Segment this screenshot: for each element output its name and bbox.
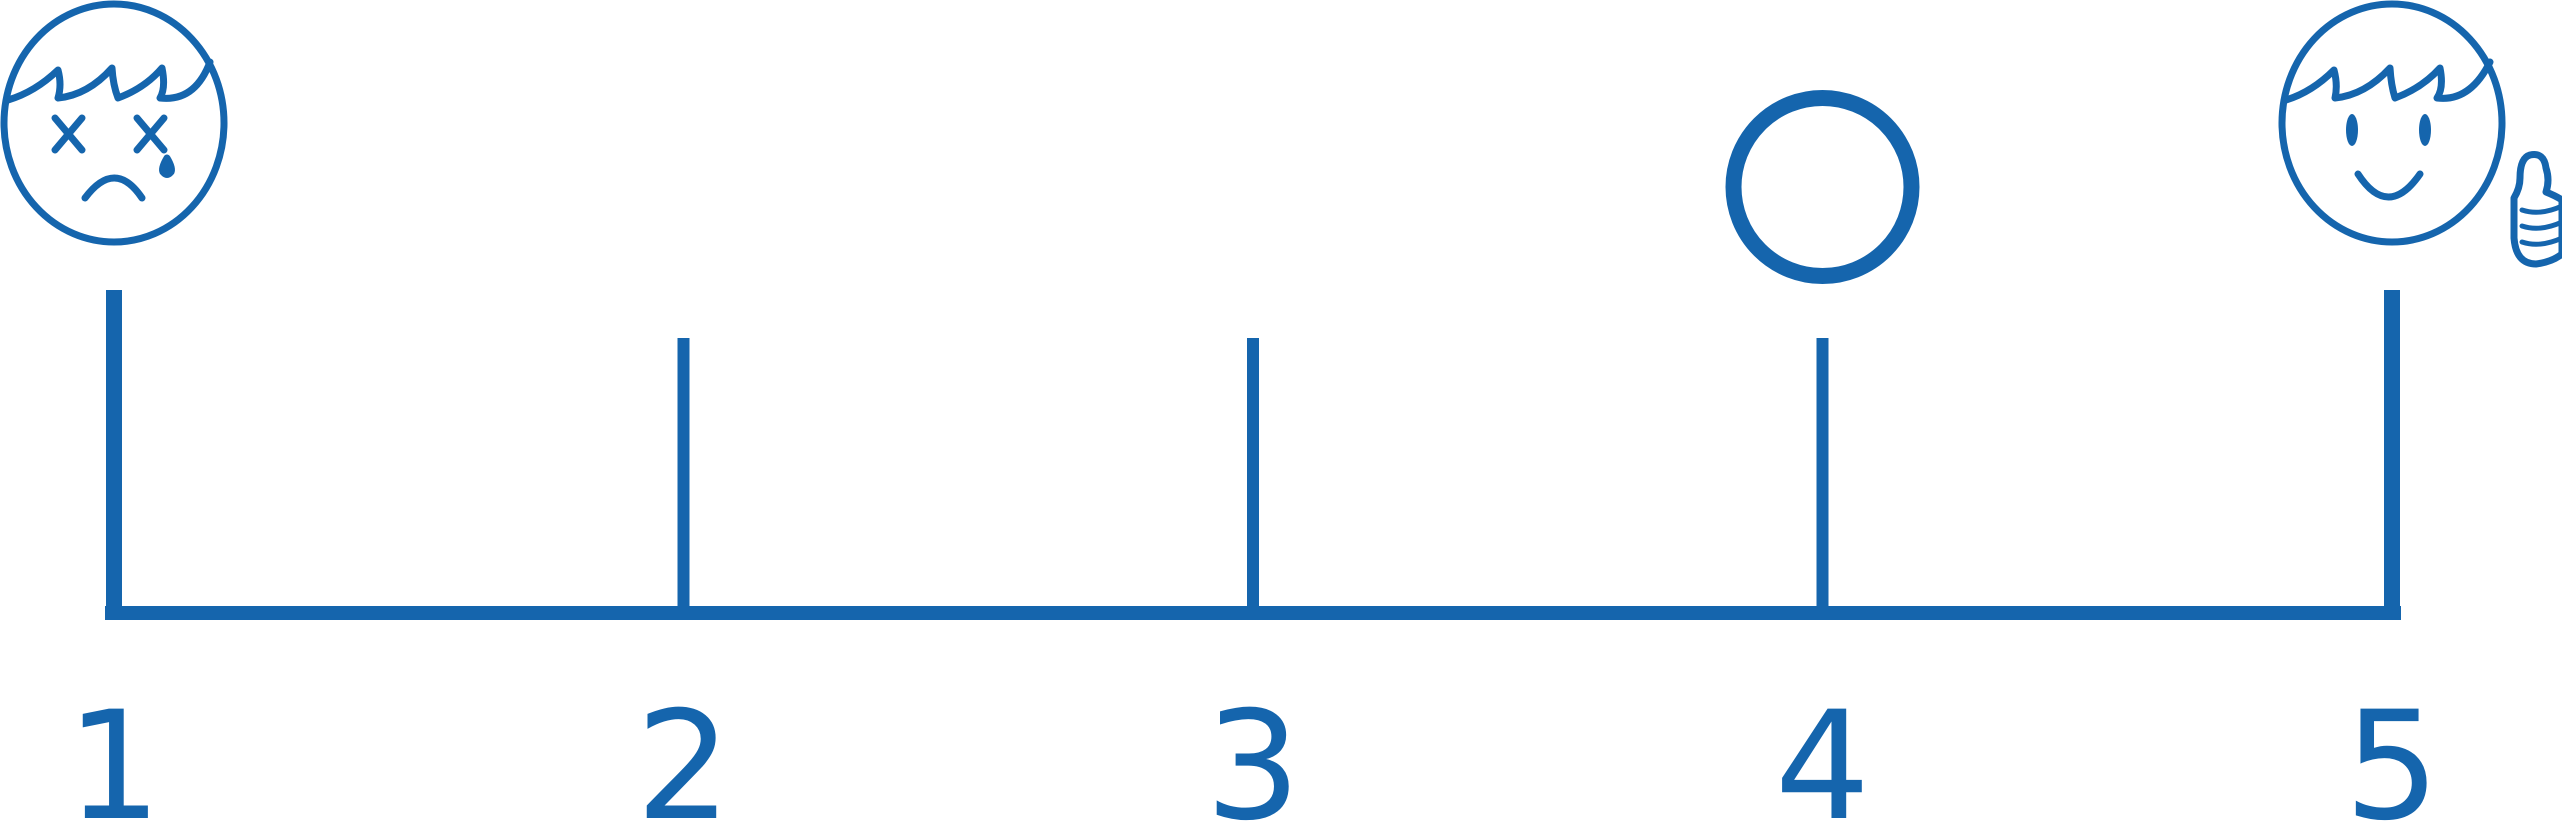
sad-dizzy-face-icon: [0, 0, 228, 246]
scale-label-3: 3: [1205, 680, 1300, 825]
scale-label-4: 4: [1775, 680, 1870, 825]
scale-tick-1: [106, 290, 122, 613]
scale-label-2: 2: [636, 680, 731, 825]
scale-ticks: [106, 290, 2400, 613]
scale-label-1: 1: [66, 680, 161, 825]
scale-tick-2: [677, 338, 690, 613]
circle-marker-icon: [1725, 90, 1920, 284]
selection-marker-group: [1725, 90, 1920, 284]
happy-face-thumbs-up-icon: [2278, 0, 2562, 268]
scale-tick-labels: 1 2 3 4 5: [66, 680, 2439, 825]
scale-tick-3: [1247, 338, 1259, 613]
scale-tick-4: [1816, 338, 1829, 613]
scale-tick-5: [2384, 290, 2400, 613]
scale-label-5: 5: [2344, 680, 2439, 825]
